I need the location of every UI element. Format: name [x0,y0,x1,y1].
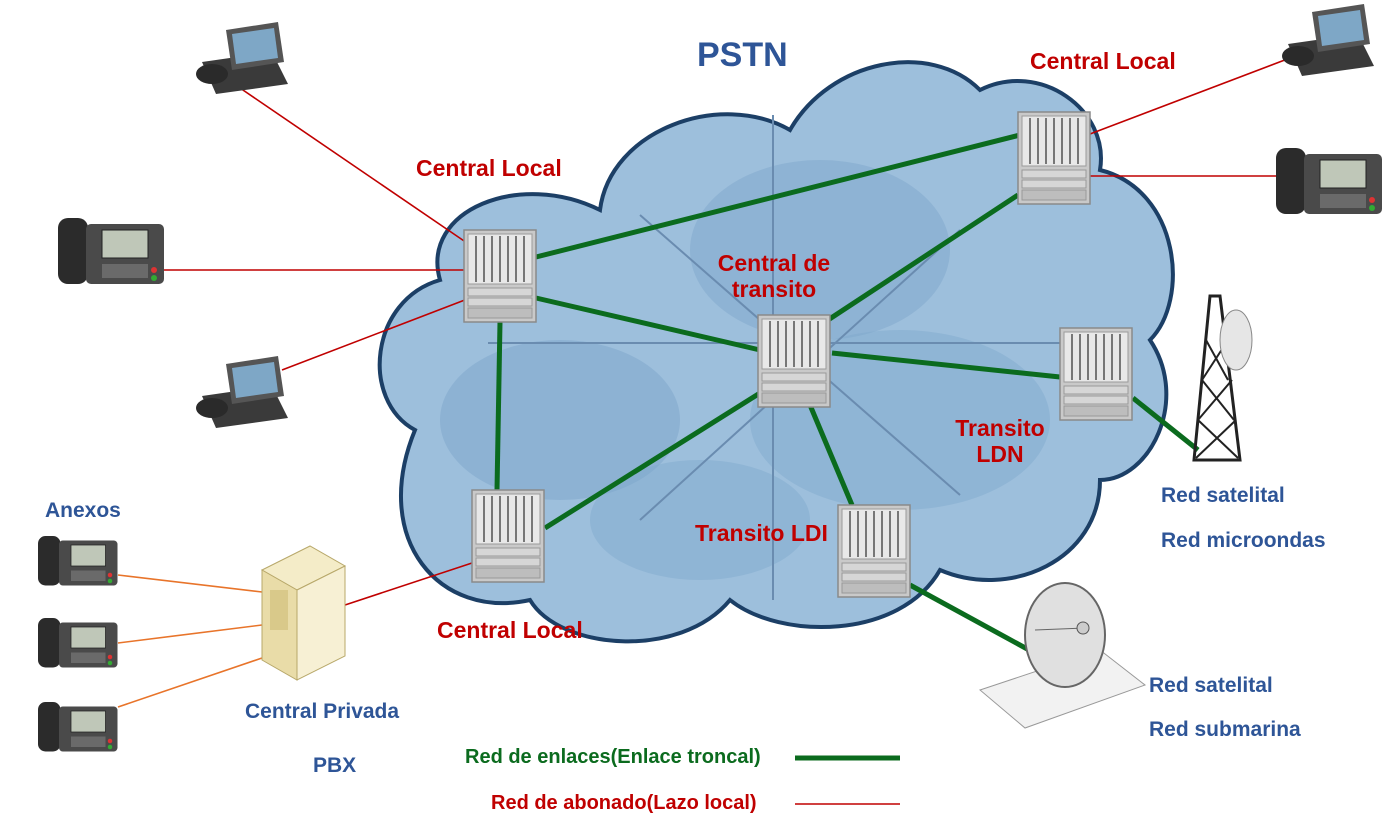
extension-link [117,657,263,708]
trunk-link [543,390,762,531]
tower-network-label: Red microondas [1161,529,1326,552]
local-switch-label: Central Local [416,155,562,181]
extension-links [117,574,263,708]
annex-phone-icon [37,701,118,752]
dish-network-label: Red submarina [1149,718,1301,741]
video-phone-icon [196,22,288,94]
dish-network-label: Red satelital [1149,674,1273,697]
local-switch-top-left [463,229,537,323]
subscriber-link [281,297,471,371]
tower-network-label: Red satelital [1161,484,1285,507]
pbx-name-label: Central Privada [245,700,400,723]
trunk-link [494,321,503,491]
trunk-link [535,132,1021,260]
transit-ldi-switch [837,504,911,598]
trunk-link [831,350,1061,380]
pbx-abbr-label: PBX [313,754,357,777]
local-switch-label: Central Local [1030,48,1176,74]
legend-trunk-label: Red de enlaces(Enlace troncal) [465,746,761,768]
extension-link [117,574,263,593]
video-phone-icon [196,356,288,428]
trunk-link [908,582,1042,659]
transit-ldn-label: Transito LDN [938,415,1062,468]
transit-ldn-line-2: LDN [976,441,1024,468]
legend-subscriber-label: Red de abonado(Lazo local) [491,792,757,814]
pstn-title: PSTN [697,36,788,74]
local-switch-bottom [471,489,545,583]
video-phone-icon [1282,4,1374,76]
subscriber-link [1089,57,1291,135]
annexes-label: Anexos [45,499,121,522]
trunk-link [807,404,855,506]
trunk-links [494,132,1200,659]
microwave-tower-icon [1192,294,1253,462]
subscriber-link [239,87,471,246]
transit-ldn-switch [1059,327,1133,421]
desk-phone-icon [1275,147,1382,215]
annex-phone-icon [37,535,118,586]
trunk-link [1131,396,1200,452]
desk-phone-icon [57,217,165,285]
extension-link [117,624,263,644]
transit-label-line-1: Central de [717,250,831,276]
transit-switch-label: Central de transito [682,250,866,303]
transit-label-line-2: transito [731,276,817,303]
subscriber-link [344,562,473,606]
satellite-dish-icon [978,582,1147,729]
transit-ldn-line-1: Transito [955,415,1045,441]
pbx-server-icon [260,545,347,681]
transit-switch [757,314,831,408]
local-switch-label: Central Local [437,617,583,643]
trunk-link [826,192,1020,323]
subscriber-links [162,57,1291,606]
transit-ldi-label: Transito LDI [695,520,828,546]
annex-phone-icon [37,617,118,668]
trunk-link [535,295,761,353]
local-switch-top-right [1017,111,1091,205]
